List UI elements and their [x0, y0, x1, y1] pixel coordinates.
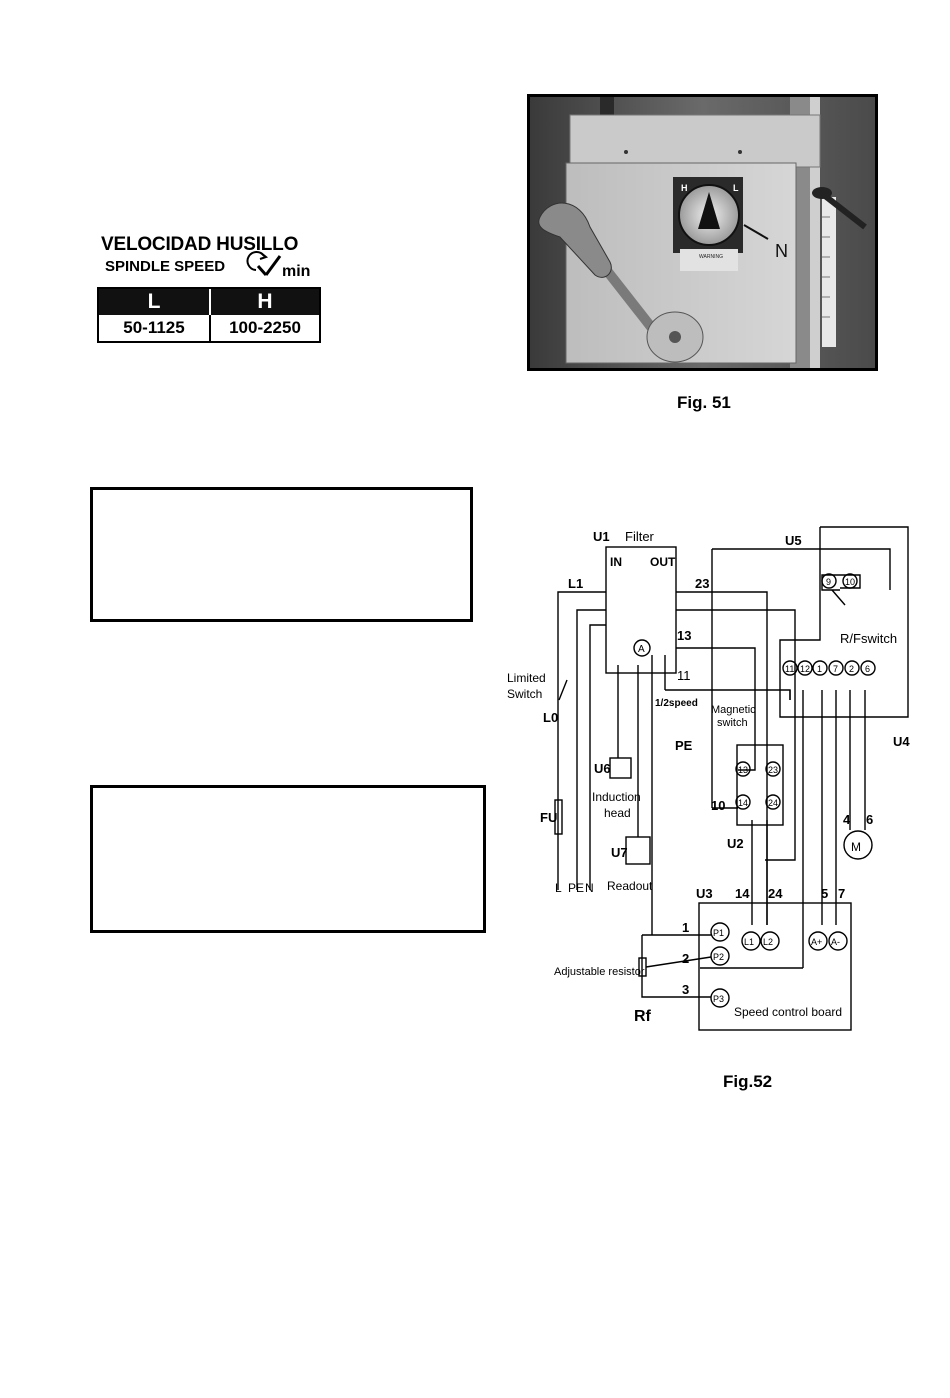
- rf-terminal-11: 11: [785, 664, 794, 674]
- board-terminal-p3: P3: [713, 994, 724, 1004]
- label-l1: L1: [568, 576, 583, 591]
- mag-terminal-13: 13: [738, 765, 748, 775]
- label-u6: U6: [594, 761, 611, 776]
- speed-col-high: H: [209, 289, 319, 315]
- label-half-speed: 1/2speed: [655, 698, 698, 709]
- label-adjustable-resistor: Adjustable resistor: [554, 966, 645, 978]
- label-rf: Rf: [634, 1008, 652, 1025]
- dial-mark-l: L: [733, 183, 739, 193]
- rf-terminal-12: 12: [800, 664, 810, 674]
- rpm-unit: min: [282, 263, 310, 280]
- label-23: 23: [695, 576, 709, 591]
- label-speed-control-board: Speed control board: [734, 1005, 842, 1019]
- svg-text:N: N: [775, 241, 788, 261]
- mag-terminal-14: 14: [738, 798, 748, 808]
- label-ammeter: A: [638, 644, 645, 655]
- label-u4: U4: [893, 734, 910, 749]
- speed-range-low: 50-1125: [123, 318, 185, 337]
- label-11: 11: [677, 668, 691, 683]
- label-10: 10: [711, 798, 725, 813]
- label-4: 4: [843, 812, 851, 827]
- rf-terminal-6: 6: [865, 664, 870, 674]
- spindle-speed-title-es: VELOCIDAD HUSILLO: [101, 234, 299, 255]
- gearbox-illustration: H L WARNING N: [530, 97, 875, 368]
- mag-terminal-23: 23: [768, 765, 778, 775]
- label-u1: U1: [593, 529, 610, 544]
- label-14: 14: [735, 886, 750, 901]
- label-head: head: [604, 806, 631, 820]
- wiring-diagram: U1 Filter IN OUT U5 L1 23 13 11 1/2speed…: [507, 526, 910, 1031]
- label-7: 7: [838, 886, 845, 901]
- label-24: 24: [768, 886, 783, 901]
- label-u2: U2: [727, 836, 744, 851]
- label-out: OUT: [650, 555, 676, 569]
- note-box-2: [90, 785, 486, 933]
- label-pe: PE: [675, 738, 693, 753]
- rf-terminal-circles: [633, 573, 876, 1008]
- rf-terminal-10: 10: [845, 577, 855, 587]
- label-l: L: [555, 881, 562, 895]
- gearbox-photo: H L WARNING N: [527, 94, 878, 371]
- dial-mark-h: H: [681, 183, 688, 193]
- label-u7: U7: [611, 845, 628, 860]
- label-filter: Filter: [625, 529, 655, 544]
- motor-label: M: [851, 840, 861, 854]
- label-fu: FU: [540, 810, 557, 825]
- rf-terminal-9: 9: [826, 577, 831, 587]
- board-terminal-l1: L1: [744, 937, 754, 947]
- rf-terminal-7: 7: [833, 664, 838, 674]
- label-limited: Limited: [507, 671, 546, 685]
- note-box-1: [90, 487, 473, 622]
- label-5: 5: [821, 886, 828, 901]
- board-terminal-p2: P2: [713, 952, 724, 962]
- label-switch: Switch: [507, 687, 542, 701]
- rotation-per-minute-icon: min: [246, 251, 310, 280]
- fig52-caption: Fig.52: [723, 1072, 773, 1091]
- board-terminal-a-plus: A+: [811, 937, 822, 947]
- speed-col-low: L: [99, 289, 209, 315]
- spindle-speed-table: L H 50-1125 100-2250: [97, 287, 321, 343]
- label-induction: Induction: [592, 790, 641, 804]
- dial-warning: WARNING: [699, 254, 723, 260]
- label-pe-bottom: PE: [568, 881, 584, 895]
- label-magnetic: Magnetic: [711, 704, 756, 716]
- mag-terminal-24: 24: [768, 798, 778, 808]
- pot-pin-3: 3: [682, 982, 689, 997]
- label-in: IN: [610, 555, 622, 569]
- label-u3: U3: [696, 886, 713, 901]
- label-readout: Readout: [607, 879, 653, 893]
- label-n: N: [585, 881, 594, 895]
- speed-range-high: 100-2250: [209, 315, 319, 341]
- label-13: 13: [677, 628, 691, 643]
- label-6: 6: [866, 812, 873, 827]
- pot-pin-1: 1: [682, 920, 689, 935]
- label-rf-switch: R/Fswitch: [840, 631, 897, 646]
- rf-terminal-2: 2: [849, 664, 854, 674]
- rf-terminal-1: 1: [817, 664, 822, 674]
- board-terminal-a-minus: A-: [831, 937, 840, 947]
- label-l0: L0: [543, 710, 558, 725]
- board-terminal-l2: L2: [763, 937, 773, 947]
- fig51-caption: Fig. 51: [677, 393, 731, 412]
- spindle-speed-title-en: SPINDLE SPEED: [105, 258, 226, 275]
- board-terminal-p1: P1: [713, 928, 724, 938]
- label-magnetic-switch: switch: [717, 717, 748, 729]
- label-u5: U5: [785, 533, 802, 548]
- pot-pin-2: 2: [682, 951, 689, 966]
